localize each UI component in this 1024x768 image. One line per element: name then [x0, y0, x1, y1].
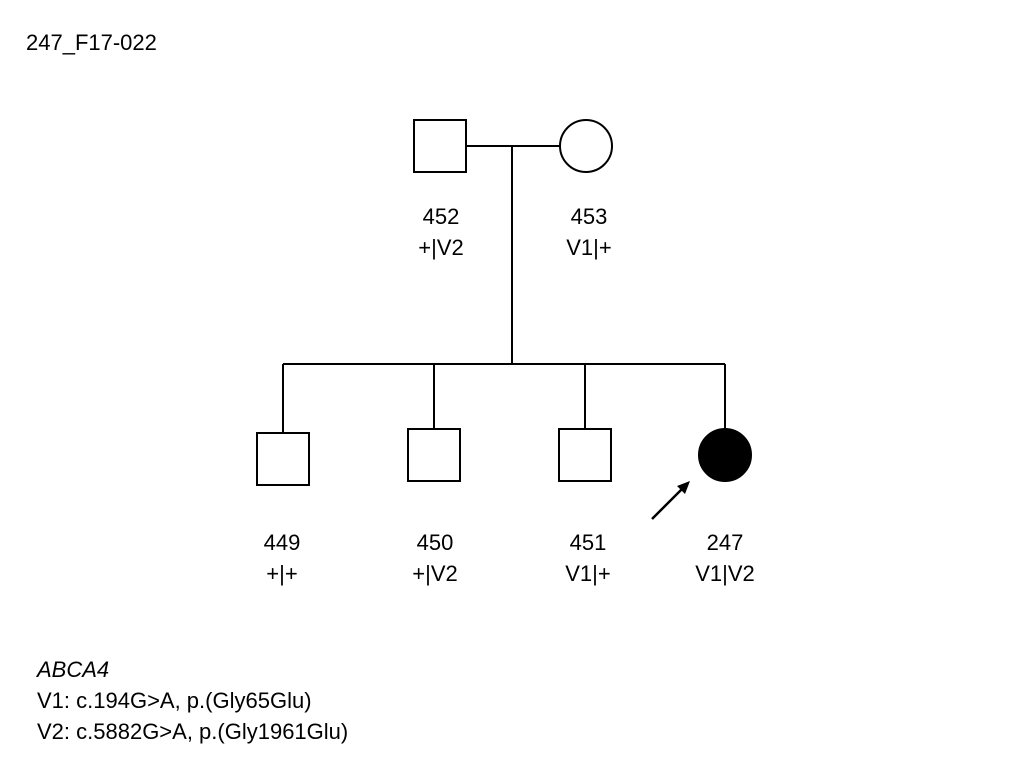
- individual-genotype: V1|+: [565, 561, 611, 586]
- individual-449-label: 449 +|+: [222, 527, 342, 589]
- individual-genotype: +|+: [266, 561, 298, 586]
- individual-genotype: V1|V2: [695, 561, 755, 586]
- individual-247-affected-female-symbol: [698, 428, 752, 482]
- individual-247-label: 247 V1|V2: [665, 527, 785, 589]
- pedigree-lines: [282, 145, 726, 433]
- individual-id: 247: [706, 530, 744, 555]
- legend-variant-v1: V1: c.194G>A, p.(Gly65Glu): [37, 688, 312, 713]
- individual-450-male-symbol: [407, 428, 461, 482]
- individual-id: 449: [263, 530, 301, 555]
- individual-452-male-symbol: [413, 119, 467, 173]
- individual-451-label: 451 V1|+: [528, 527, 648, 589]
- individual-451-male-symbol: [558, 428, 612, 482]
- family-id-title: 247_F17-022: [26, 30, 157, 55]
- individual-genotype: +|V2: [418, 235, 464, 260]
- individual-452-label: 452 +|V2: [381, 201, 501, 263]
- individual-450-label: 450 +|V2: [375, 527, 495, 589]
- individual-453-label: 453 V1|+: [529, 201, 649, 263]
- individual-genotype: V1|+: [566, 235, 612, 260]
- individual-id: 451: [569, 530, 607, 555]
- individual-id: 453: [570, 204, 608, 229]
- individual-genotype: +|V2: [412, 561, 458, 586]
- legend-gene-name: ABCA4: [37, 657, 110, 682]
- proband-arrow-icon: [651, 481, 690, 520]
- individual-id: 450: [416, 530, 454, 555]
- legend-variant-v2: V2: c.5882G>A, p.(Gly1961Glu): [37, 719, 349, 744]
- individual-id: 452: [422, 204, 460, 229]
- individual-449-male-symbol: [256, 432, 310, 486]
- variant-legend: ABCA4 V1: c.194G>A, p.(Gly65Glu) V2: c.5…: [37, 654, 348, 747]
- individual-453-female-symbol: [559, 119, 613, 173]
